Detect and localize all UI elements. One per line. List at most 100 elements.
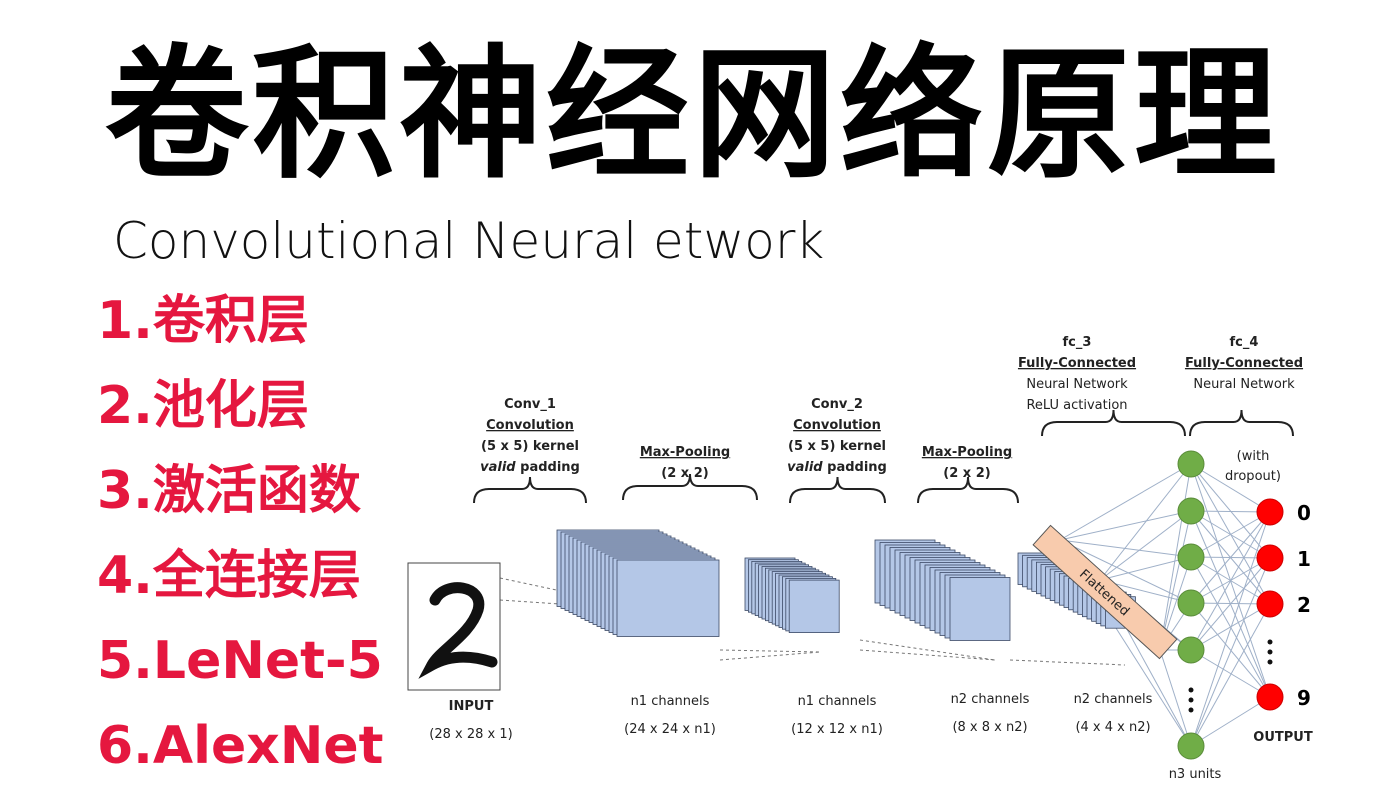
hidden-neuron xyxy=(1177,589,1205,617)
hidden-neuron xyxy=(1177,732,1205,760)
receptive-field-link xyxy=(719,649,821,653)
fc4-line1: Neural Network xyxy=(1193,377,1295,392)
connection xyxy=(1099,463,1192,581)
output-neuron xyxy=(1256,544,1284,572)
cnn-diagram: INPUT (28 x 28 x 1) Conv_1 Convolution (… xyxy=(407,335,1313,782)
topic-item: 2.池化层 xyxy=(97,376,309,436)
connection xyxy=(1059,463,1192,541)
connection xyxy=(1190,463,1271,513)
feature-maps xyxy=(556,529,1136,641)
connection xyxy=(1190,649,1271,698)
topic-item: 6.AlexNet xyxy=(97,716,384,776)
hidden-units-label: n3 units xyxy=(1169,767,1222,782)
output-class-label: 0 xyxy=(1297,501,1311,525)
fc3-name: fc_3 xyxy=(1063,335,1092,350)
connection xyxy=(1059,539,1192,604)
ellipsis-dot xyxy=(1188,687,1194,693)
input-image-frame xyxy=(407,562,501,691)
pool1-type: Max-Pooling xyxy=(640,445,730,460)
output-class-label: 9 xyxy=(1297,686,1311,710)
conv1-kernel: (5 x 5) kernel xyxy=(481,439,579,454)
brace xyxy=(917,476,1019,504)
output-class-label: 2 xyxy=(1297,593,1311,617)
pool1-size: (2 x 2) xyxy=(661,466,708,481)
conv1-name: Conv_1 xyxy=(504,397,556,412)
stage-dims: (8 x 8 x n2) xyxy=(952,720,1027,735)
stage-label: n2 channels xyxy=(951,692,1030,707)
connection xyxy=(1190,603,1271,747)
brace xyxy=(1041,409,1186,437)
brace xyxy=(1189,409,1294,437)
subtitle: Convolutional Neural etwork xyxy=(113,212,825,270)
conv2-name: Conv_2 xyxy=(811,397,863,412)
connection xyxy=(1190,602,1271,698)
topic-item: 5.LeNet-5 xyxy=(97,631,383,691)
stage-dims: (4 x 4 x n2) xyxy=(1075,720,1150,735)
conv2-kernel: (5 x 5) kernel xyxy=(788,439,886,454)
brace xyxy=(622,473,758,501)
connection xyxy=(1059,539,1192,558)
topic-item: 3.激活函数 xyxy=(97,461,361,521)
brace xyxy=(473,476,587,504)
connection xyxy=(1190,511,1271,747)
output-label: OUTPUT xyxy=(1253,730,1313,745)
page-title: 卷积神经网络原理 xyxy=(105,31,1281,198)
fc3-type: Fully-Connected xyxy=(1018,356,1136,371)
connection xyxy=(1159,510,1192,651)
receptive-field-link xyxy=(719,651,821,661)
receptive-field-link xyxy=(859,639,996,661)
dropout-note: dropout) xyxy=(1225,469,1281,484)
output-class-label: 1 xyxy=(1297,547,1311,571)
connection xyxy=(1190,557,1271,651)
feature-map-layer xyxy=(616,559,720,637)
receptive-field-link xyxy=(1009,659,1126,666)
ellipsis-dot xyxy=(1267,659,1273,665)
connection xyxy=(1059,510,1192,541)
stage-dims: (24 x 24 x n1) xyxy=(624,722,716,737)
hidden-neuron xyxy=(1177,497,1205,525)
ellipsis-dot xyxy=(1267,649,1273,655)
connection xyxy=(1190,511,1271,558)
conv1-type: Convolution xyxy=(486,418,574,433)
receptive-field-link xyxy=(499,599,651,611)
input-label: INPUT xyxy=(449,699,494,714)
hidden-neuron xyxy=(1177,636,1205,664)
connection xyxy=(1190,511,1271,604)
stage-label: n1 channels xyxy=(798,694,877,709)
output-neuron xyxy=(1256,590,1284,618)
output-neuron xyxy=(1256,683,1284,711)
output-neuron xyxy=(1256,498,1284,526)
hidden-neuron xyxy=(1177,450,1205,478)
feature-map-layer xyxy=(949,577,1011,641)
ellipsis-dot xyxy=(1267,639,1273,645)
fc3-line1: Neural Network xyxy=(1026,377,1128,392)
connection xyxy=(1190,696,1271,747)
input-dims: (28 x 28 x 1) xyxy=(429,727,512,742)
stage-label: n1 channels xyxy=(631,694,710,709)
neurons xyxy=(1177,450,1284,760)
topic-item: 4.全连接层 xyxy=(97,546,361,606)
connection xyxy=(1099,510,1192,581)
topic-item: 1.卷积层 xyxy=(97,291,309,351)
connection xyxy=(1099,556,1192,581)
connection xyxy=(1190,603,1271,651)
braces xyxy=(473,409,1294,504)
pool2-type: Max-Pooling xyxy=(922,445,1012,460)
connection xyxy=(1159,649,1192,747)
dropout-note: (with xyxy=(1237,449,1270,464)
connection xyxy=(1159,463,1192,651)
connection xyxy=(1190,511,1271,651)
receptive-field-link xyxy=(859,649,996,661)
ellipsis-dot xyxy=(1188,697,1194,703)
stage-label: n2 channels xyxy=(1074,692,1153,707)
feature-map-layer xyxy=(788,579,840,633)
fc4-type: Fully-Connected xyxy=(1185,356,1303,371)
digit-two-image xyxy=(418,582,498,679)
fc4-name: fc_4 xyxy=(1230,335,1259,350)
hidden-neuron xyxy=(1177,543,1205,571)
stage-dims: (12 x 12 x n1) xyxy=(791,722,883,737)
conv2-padding: valid padding xyxy=(787,460,887,475)
topic-list: 1.卷积层 2.池化层 3.激活函数 4.全连接层 5.LeNet-5 6.Al… xyxy=(97,290,383,800)
connection xyxy=(1190,557,1271,747)
fc3-line2: ReLU activation xyxy=(1026,398,1127,413)
